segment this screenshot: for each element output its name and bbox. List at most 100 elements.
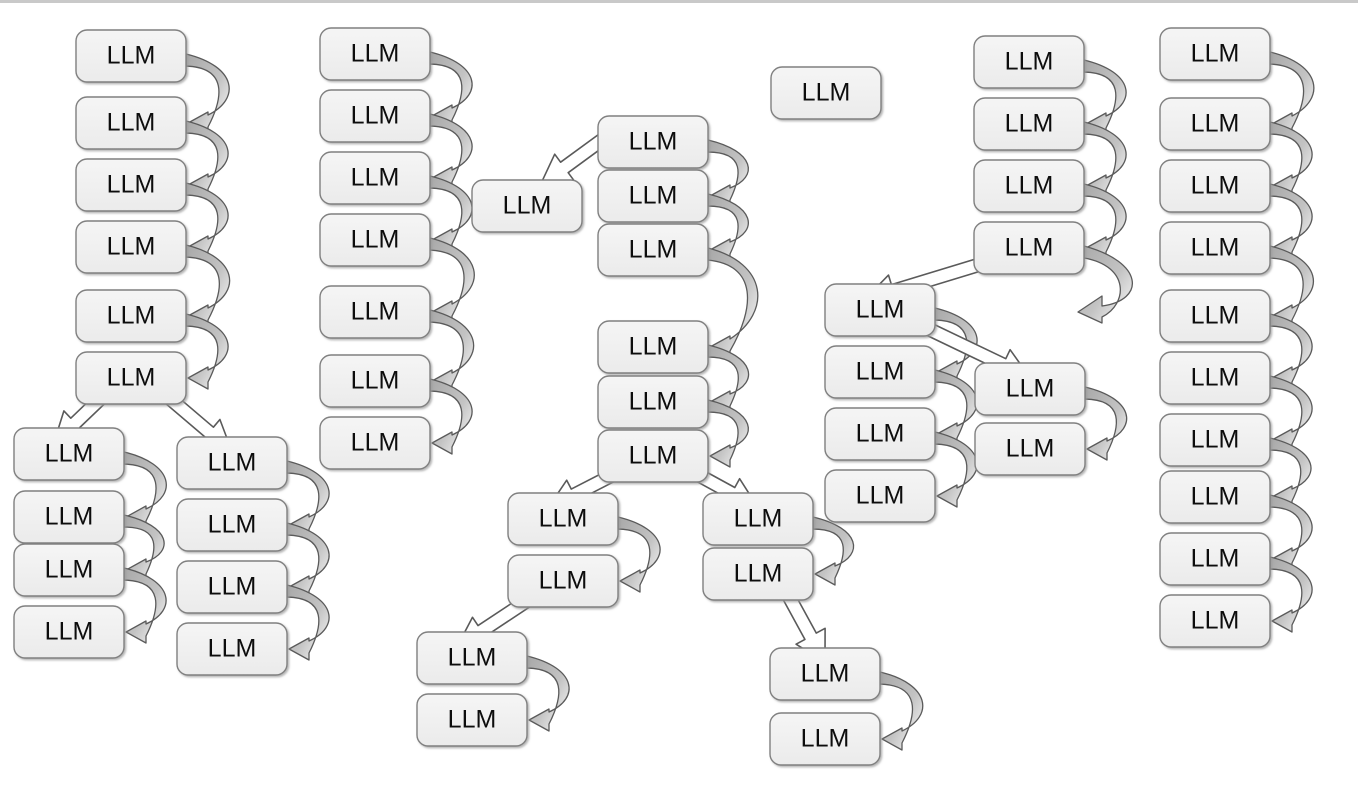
llm-node[interactable]: LLM xyxy=(824,283,936,337)
llm-node[interactable]: LLM xyxy=(13,490,125,544)
llm-node[interactable]: LLM xyxy=(973,97,1085,151)
llm-node-box[interactable] xyxy=(75,158,187,212)
llm-node-box[interactable] xyxy=(973,221,1085,275)
llm-node-box[interactable] xyxy=(770,66,882,120)
llm-node-box[interactable] xyxy=(1159,594,1271,648)
llm-node[interactable]: LLM xyxy=(1159,594,1271,648)
llm-node-box[interactable] xyxy=(1159,221,1271,275)
llm-node[interactable]: LLM xyxy=(13,543,125,597)
llm-node-box[interactable] xyxy=(13,427,125,481)
llm-node[interactable]: LLM xyxy=(13,605,125,659)
llm-node[interactable]: LLM xyxy=(176,498,288,552)
llm-node-box[interactable] xyxy=(597,429,709,483)
llm-node[interactable]: LLM xyxy=(1159,27,1271,81)
llm-node-box[interactable] xyxy=(1159,470,1271,524)
llm-node[interactable]: LLM xyxy=(1159,159,1271,213)
llm-node-box[interactable] xyxy=(597,223,709,277)
llm-node-box[interactable] xyxy=(597,320,709,374)
llm-node[interactable]: LLM xyxy=(769,647,881,701)
llm-node-box[interactable] xyxy=(176,436,288,490)
llm-node-box[interactable] xyxy=(416,631,528,685)
llm-node-box[interactable] xyxy=(319,213,431,267)
llm-node-box[interactable] xyxy=(1159,159,1271,213)
llm-node-box[interactable] xyxy=(13,543,125,597)
llm-node[interactable]: LLM xyxy=(702,492,814,546)
llm-node[interactable]: LLM xyxy=(1159,413,1271,467)
llm-node-box[interactable] xyxy=(1159,351,1271,405)
llm-node-box[interactable] xyxy=(75,289,187,343)
llm-node-box[interactable] xyxy=(507,554,619,608)
llm-node-box[interactable] xyxy=(597,375,709,429)
llm-node-box[interactable] xyxy=(507,492,619,546)
llm-node-box[interactable] xyxy=(1159,289,1271,343)
llm-node[interactable]: LLM xyxy=(973,35,1085,89)
llm-node[interactable]: LLM xyxy=(597,375,709,429)
llm-node-box[interactable] xyxy=(973,159,1085,213)
llm-node-box[interactable] xyxy=(824,469,936,523)
llm-node[interactable]: LLM xyxy=(176,560,288,614)
llm-node[interactable]: LLM xyxy=(824,345,936,399)
llm-node-box[interactable] xyxy=(176,622,288,676)
llm-node[interactable]: LLM xyxy=(1159,221,1271,275)
llm-node[interactable]: LLM xyxy=(75,220,187,274)
llm-node[interactable]: LLM xyxy=(319,89,431,143)
llm-node-box[interactable] xyxy=(319,354,431,408)
llm-node[interactable]: LLM xyxy=(973,159,1085,213)
llm-node[interactable]: LLM xyxy=(824,407,936,461)
llm-node-box[interactable] xyxy=(176,560,288,614)
llm-node-box[interactable] xyxy=(75,220,187,274)
llm-node-box[interactable] xyxy=(75,351,187,405)
llm-node[interactable]: LLM xyxy=(1159,97,1271,151)
llm-node[interactable]: LLM xyxy=(974,362,1086,416)
llm-node-box[interactable] xyxy=(974,362,1086,416)
llm-node[interactable]: LLM xyxy=(1159,351,1271,405)
llm-node-box[interactable] xyxy=(1159,532,1271,586)
llm-node-box[interactable] xyxy=(416,693,528,747)
llm-node-box[interactable] xyxy=(75,29,187,83)
llm-node-box[interactable] xyxy=(824,345,936,399)
llm-node[interactable]: LLM xyxy=(702,547,814,601)
llm-node[interactable]: LLM xyxy=(507,492,619,546)
llm-node[interactable]: LLM xyxy=(416,693,528,747)
llm-node[interactable]: LLM xyxy=(319,213,431,267)
llm-node[interactable]: LLM xyxy=(824,469,936,523)
llm-node-box[interactable] xyxy=(13,605,125,659)
llm-node[interactable]: LLM xyxy=(319,285,431,339)
llm-node[interactable]: LLM xyxy=(507,554,619,608)
llm-node[interactable]: LLM xyxy=(319,416,431,470)
llm-node-box[interactable] xyxy=(824,283,936,337)
llm-node[interactable]: LLM xyxy=(75,29,187,83)
llm-node-box[interactable] xyxy=(1159,27,1271,81)
llm-node[interactable]: LLM xyxy=(75,351,187,405)
llm-node-box[interactable] xyxy=(824,407,936,461)
llm-node[interactable]: LLM xyxy=(973,221,1085,275)
llm-node[interactable]: LLM xyxy=(176,622,288,676)
llm-node[interactable]: LLM xyxy=(176,436,288,490)
llm-node-box[interactable] xyxy=(319,27,431,81)
llm-node-box[interactable] xyxy=(319,285,431,339)
llm-node[interactable]: LLM xyxy=(597,320,709,374)
llm-node-box[interactable] xyxy=(597,115,709,169)
llm-node-box[interactable] xyxy=(974,422,1086,476)
llm-node-box[interactable] xyxy=(1159,413,1271,467)
llm-node-box[interactable] xyxy=(702,547,814,601)
llm-node-box[interactable] xyxy=(769,647,881,701)
llm-node[interactable]: LLM xyxy=(319,354,431,408)
llm-node[interactable]: LLM xyxy=(319,27,431,81)
llm-node[interactable]: LLM xyxy=(75,289,187,343)
llm-node[interactable]: LLM xyxy=(75,96,187,150)
llm-node[interactable]: LLM xyxy=(597,429,709,483)
llm-node[interactable]: LLM xyxy=(597,169,709,223)
llm-node-box[interactable] xyxy=(319,151,431,205)
llm-node-box[interactable] xyxy=(597,169,709,223)
llm-node-box[interactable] xyxy=(973,97,1085,151)
llm-node[interactable]: LLM xyxy=(13,427,125,481)
llm-node-box[interactable] xyxy=(1159,97,1271,151)
llm-node-box[interactable] xyxy=(13,490,125,544)
llm-node-box[interactable] xyxy=(702,492,814,546)
llm-node[interactable]: LLM xyxy=(319,151,431,205)
llm-node-box[interactable] xyxy=(471,179,583,233)
llm-node[interactable]: LLM xyxy=(1159,532,1271,586)
llm-node-box[interactable] xyxy=(75,96,187,150)
llm-node[interactable]: LLM xyxy=(974,422,1086,476)
